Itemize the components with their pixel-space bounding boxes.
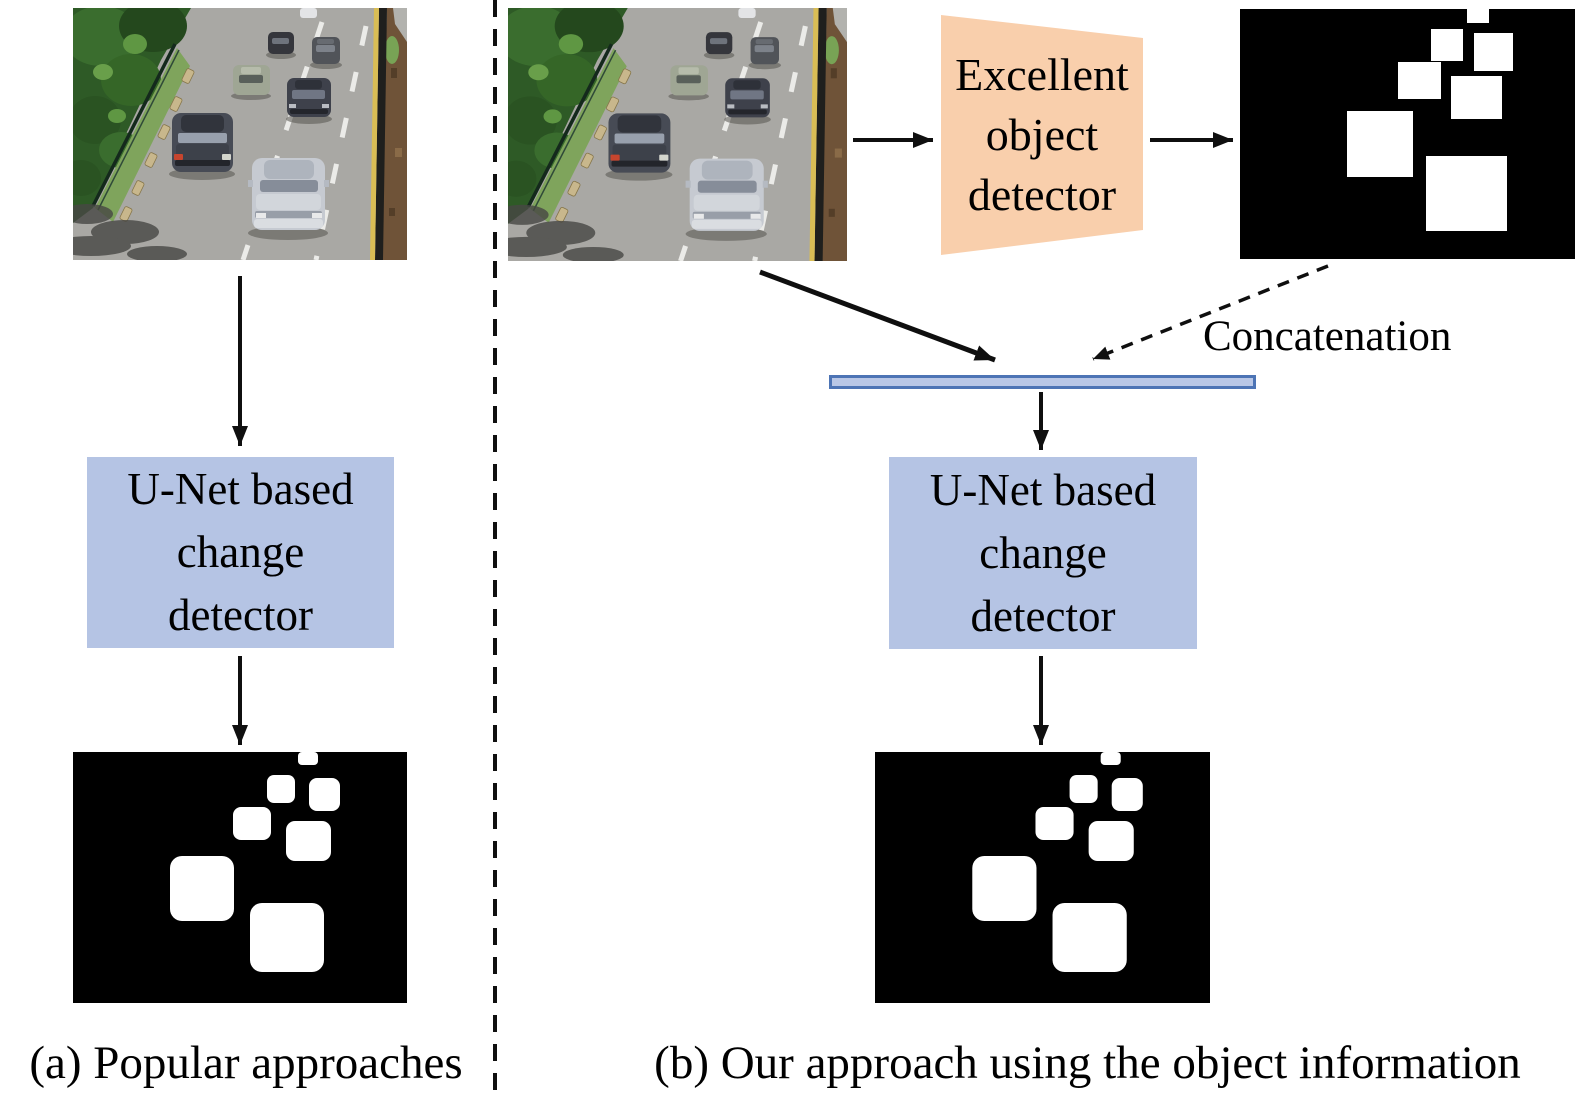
panel-b-output-mask-image bbox=[875, 752, 1210, 1003]
unet-box-b: U-Net based change detector bbox=[889, 457, 1197, 649]
concatenation-label: Concatenation bbox=[1203, 313, 1452, 360]
detector-label-line1: Excellent bbox=[955, 49, 1129, 100]
panel-b-input-frame-image bbox=[486, 0, 847, 263]
concatenation-bar bbox=[829, 375, 1256, 389]
panel-a-output-mask-image bbox=[73, 752, 407, 1003]
concat-bar-fill bbox=[832, 378, 1253, 386]
unet-box-b-line1: U-Net based bbox=[929, 464, 1157, 515]
panel-a-input-frame-image bbox=[51, 0, 407, 262]
caption-panel-b: (b) Our approach using the object inform… bbox=[654, 1037, 1521, 1089]
unet-box-a-line2: change bbox=[176, 527, 305, 577]
unet-box-a-line1: U-Net based bbox=[127, 464, 354, 514]
unet-box-a: U-Net based change detector bbox=[87, 457, 394, 648]
detector-label-line2: object bbox=[985, 109, 1099, 160]
unet-box-b-rect bbox=[889, 457, 1197, 649]
object-mask-image bbox=[1240, 9, 1575, 259]
unet-box-a-line3: detector bbox=[168, 590, 313, 640]
dashed-arrow-object-mask-to-concat bbox=[1092, 264, 1329, 361]
unet-box-a-rect bbox=[87, 457, 394, 648]
object-detector-trapezoid bbox=[941, 15, 1143, 255]
unet-box-b-line2: change bbox=[979, 527, 1107, 578]
detector-label-line3: detector bbox=[967, 169, 1117, 220]
panel-b-arrows bbox=[759, 132, 1329, 745]
detected-object-squares bbox=[1347, 9, 1513, 231]
arrow-input-to-concat bbox=[759, 269, 996, 363]
caption-panel-a: (a) Popular approaches bbox=[29, 1037, 463, 1089]
object-detector-label: Excellent object detector bbox=[941, 15, 1143, 255]
unet-box-b-line3: detector bbox=[970, 590, 1116, 641]
